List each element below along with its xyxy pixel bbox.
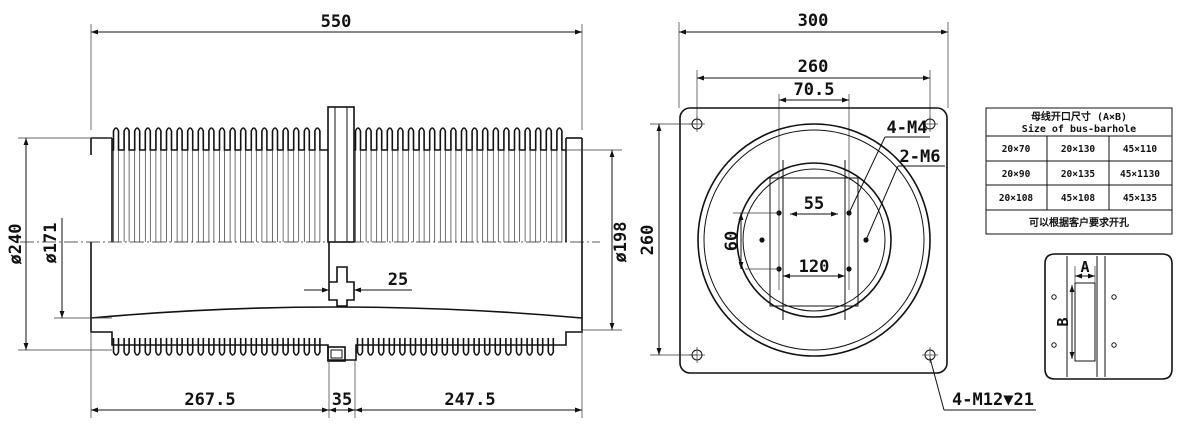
label-m12: 4-M12▼21 xyxy=(952,390,1034,410)
bus-bar-opening-table: 母线开口尺寸 (A×B) Size of bus-barhole 20×70 20… xyxy=(985,107,1173,235)
inner-ring xyxy=(736,162,892,318)
table-cell: 45×135 xyxy=(1123,193,1158,204)
dim-55: 55 xyxy=(804,194,824,214)
table-cell: 20×90 xyxy=(1002,169,1031,180)
side-view: 550 ø240 ø171 xyxy=(6,12,631,418)
slot-label-a: A xyxy=(1080,258,1089,276)
dim-70-5: 70.5 xyxy=(794,80,835,100)
table-cell: 20×130 xyxy=(1061,144,1096,155)
dim-hole-spacing: 260 xyxy=(798,57,829,77)
dim-right-diameter: ø198 xyxy=(611,222,631,263)
table-title-cn: 母线开口尺寸 (A×B) xyxy=(1031,110,1127,123)
bellows-lower xyxy=(112,338,555,356)
insulator-section xyxy=(90,306,583,361)
outer-ring xyxy=(697,123,931,357)
front-view: 300 260 70.5 55 xyxy=(638,11,1036,411)
dim-outer-diameter: ø240 xyxy=(6,224,26,265)
table-cell: 20×135 xyxy=(1061,169,1096,180)
bellows-upper xyxy=(112,127,566,151)
metal-insert xyxy=(327,346,346,362)
table-cell: 20×108 xyxy=(999,193,1034,204)
dim-120: 120 xyxy=(799,257,830,277)
table-cell: 45×108 xyxy=(1061,193,1096,204)
center-flange-section xyxy=(328,242,355,307)
table-cell: 20×70 xyxy=(1002,144,1031,155)
dim-flange-width: 35 xyxy=(332,390,352,410)
center-flange-upper xyxy=(327,106,355,243)
dim-flange-height: 260 xyxy=(638,225,658,256)
table-cell: 45×110 xyxy=(1123,144,1158,155)
mounting-plate xyxy=(679,107,948,374)
slot-label-b: B xyxy=(1054,317,1072,326)
label-m4: 4-M4 xyxy=(887,118,928,138)
dim-right-length: 247.5 xyxy=(444,390,495,410)
label-m6: 2-M6 xyxy=(900,147,941,167)
bellows-upper-ribs xyxy=(113,150,563,242)
table-title-en: Size of bus-barhole xyxy=(1022,123,1136,135)
slot-detail: A B xyxy=(1044,253,1173,380)
table-note: 可以根据客户要求开孔 xyxy=(1029,216,1129,229)
dim-left-length: 267.5 xyxy=(184,390,235,410)
dim-flange-width: 300 xyxy=(798,11,829,31)
dim-overall-length: 550 xyxy=(321,12,352,32)
table-cell: 45×1130 xyxy=(1120,169,1160,180)
dim-inner-diameter: ø171 xyxy=(41,223,61,264)
dim-flange-thickness: 25 xyxy=(388,270,408,290)
dim-60: 60 xyxy=(722,231,742,251)
